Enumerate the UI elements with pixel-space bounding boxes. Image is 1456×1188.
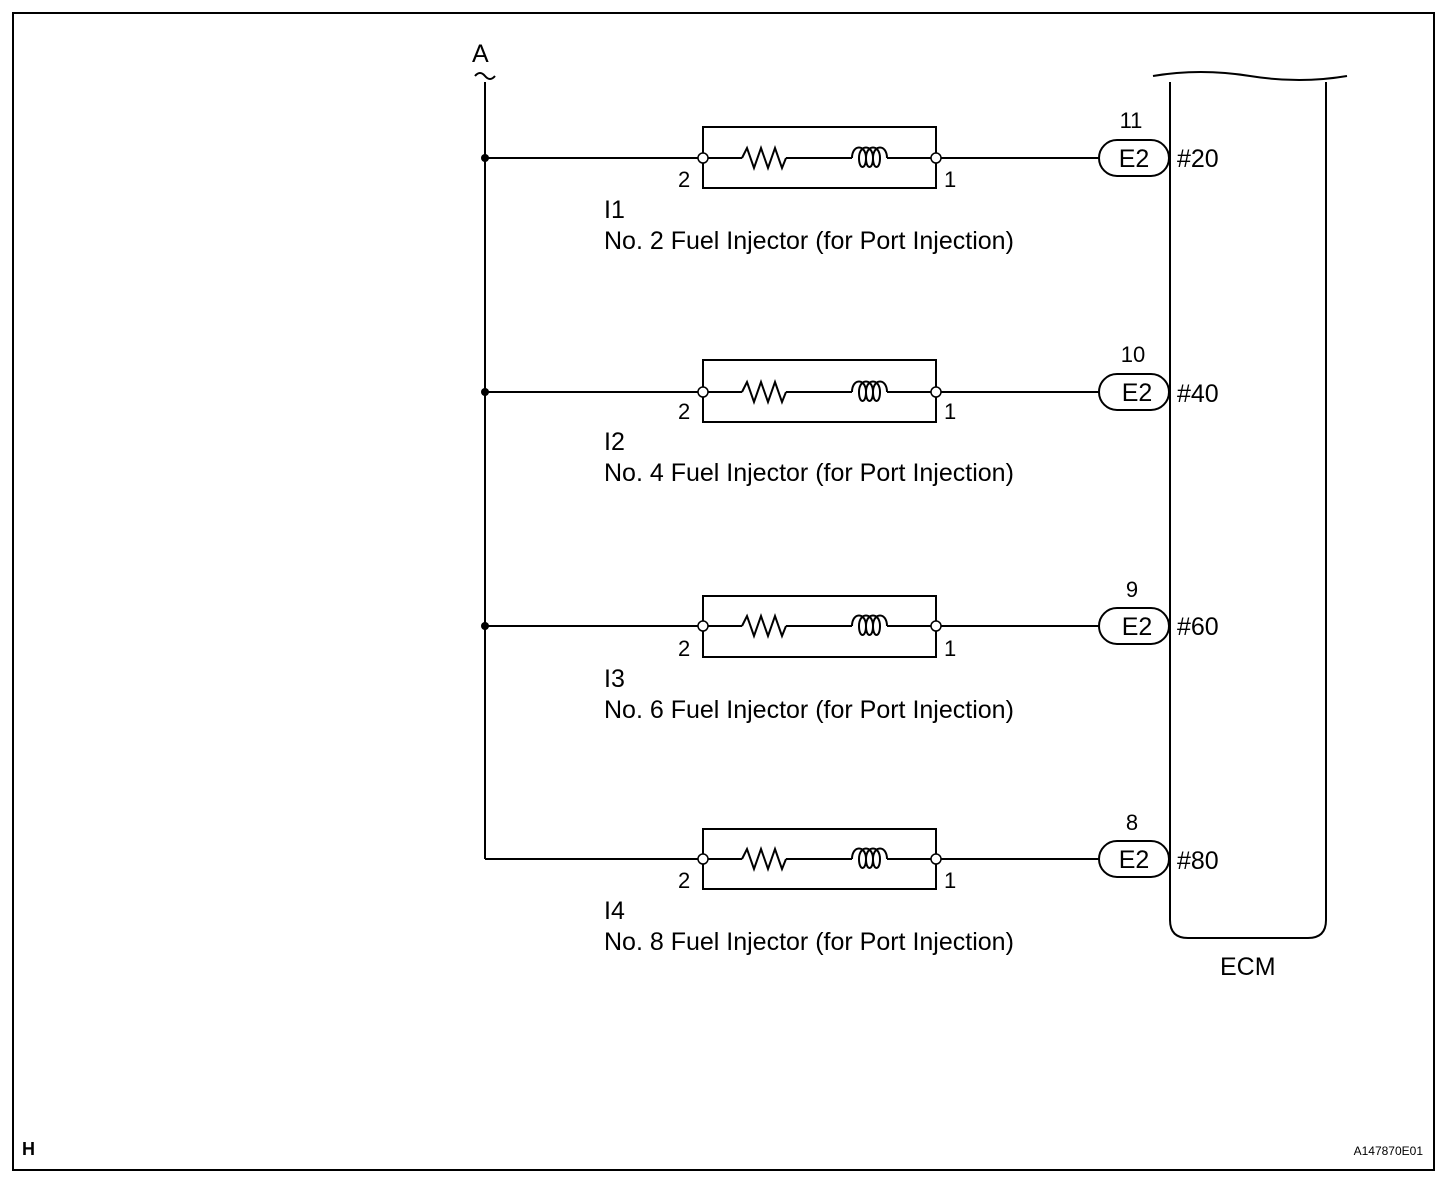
- signal-label: #20: [1177, 145, 1219, 173]
- injector-row: 2 1 E2 8 #80 I4 No. 8 Fuel Injector (for…: [485, 810, 1219, 956]
- supply-label: A: [472, 40, 489, 68]
- ecm-label: ECM: [1220, 953, 1276, 981]
- pin-left-label: 2: [678, 167, 690, 192]
- injector-id: I1: [604, 196, 625, 224]
- ecm-block: [1169, 82, 1327, 939]
- pin-right-label: 1: [944, 868, 956, 893]
- injector-row: 2 1 E2 10 #40 I2 No. 4 Fuel Injector (fo…: [481, 342, 1219, 487]
- terminal-number: 9: [1126, 577, 1138, 602]
- injector-name: No. 2 Fuel Injector (for Port Injection): [604, 227, 1014, 255]
- signal-label: #80: [1177, 847, 1219, 875]
- pin-right-label: 1: [944, 167, 956, 192]
- terminal-number: 8: [1126, 810, 1138, 835]
- injector-id: I2: [604, 428, 625, 456]
- connector-label: E2: [1119, 145, 1150, 173]
- ecm-break-line: [1152, 71, 1348, 81]
- resistor-icon: [741, 612, 787, 640]
- resistor-icon: [741, 144, 787, 172]
- injector-row: 2 1 E2 11 #20 I1 No. 2 Fuel Injector (fo…: [481, 108, 1219, 255]
- injector-name: No. 6 Fuel Injector (for Port Injection): [604, 696, 1014, 724]
- signal-label: #40: [1177, 380, 1219, 408]
- connector-pill: [1098, 373, 1170, 411]
- resistor-icon: [741, 378, 787, 406]
- terminal-number: 10: [1121, 342, 1145, 367]
- pin-right-label: 1: [944, 636, 956, 661]
- terminal-2-icon: [697, 386, 709, 398]
- figure-id: A147870E01: [1354, 1144, 1424, 1158]
- pin-left-label: 2: [678, 868, 690, 893]
- coil-icon: [851, 380, 888, 402]
- injector-name: No. 4 Fuel Injector (for Port Injection): [604, 459, 1014, 487]
- connector-pill: [1098, 840, 1170, 878]
- coil-icon: [851, 146, 888, 168]
- pin-left-label: 2: [678, 636, 690, 661]
- terminal-2-icon: [697, 152, 709, 164]
- terminal-1-icon: [930, 152, 942, 164]
- page-code: H: [22, 1139, 35, 1159]
- connector-label: E2: [1122, 613, 1153, 641]
- signal-label: #60: [1177, 613, 1219, 641]
- wire-break-icon: [474, 72, 496, 80]
- diagram-frame: [12, 12, 1435, 1171]
- injector-id: I4: [604, 897, 625, 925]
- connector-label: E2: [1122, 379, 1153, 407]
- terminal-number: 11: [1120, 108, 1143, 133]
- terminal-1-icon: [930, 853, 942, 865]
- resistor-icon: [741, 845, 787, 873]
- terminal-2-icon: [697, 620, 709, 632]
- coil-icon: [851, 847, 888, 869]
- pin-right-label: 1: [944, 399, 956, 424]
- connector-label: E2: [1119, 846, 1150, 874]
- injector-name: No. 8 Fuel Injector (for Port Injection): [604, 928, 1014, 956]
- injector-row: 2 1 E2 9 #60 I3 No. 6 Fuel Injector (for…: [481, 577, 1219, 724]
- injector-id: I3: [604, 665, 625, 693]
- connector-pill: [1098, 607, 1170, 645]
- terminal-1-icon: [930, 386, 942, 398]
- pin-left-label: 2: [678, 399, 690, 424]
- terminal-1-icon: [930, 620, 942, 632]
- terminal-2-icon: [697, 853, 709, 865]
- connector-pill: [1098, 139, 1170, 177]
- coil-icon: [851, 614, 888, 636]
